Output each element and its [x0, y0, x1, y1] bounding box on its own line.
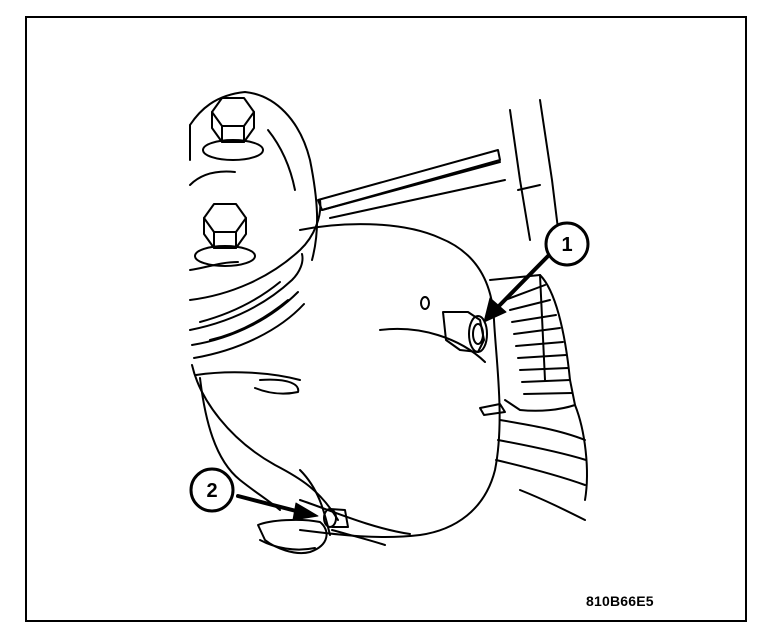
upper-bolt: [202, 97, 264, 161]
lower-fastener: [323, 508, 349, 528]
callout-2: 2: [189, 467, 235, 513]
ribbed-bracket: [489, 274, 588, 521]
shaft-bellows: [189, 253, 305, 359]
bottom-bracket: [257, 518, 386, 554]
isolator-plug: [442, 311, 488, 353]
lower-bolt: [194, 203, 256, 267]
leader-arrow-1: [483, 251, 553, 323]
callout-1-label: 1: [561, 234, 572, 256]
figure-code: 810B66E5: [586, 593, 654, 609]
leader-arrow-2: [236, 494, 319, 521]
housing: [299, 223, 506, 539]
figure-frame: [25, 16, 747, 622]
lower-body: [191, 364, 339, 536]
mounting-boss: [189, 91, 322, 301]
callout-1: 1: [544, 221, 590, 267]
callout-2-label: 2: [206, 480, 217, 502]
